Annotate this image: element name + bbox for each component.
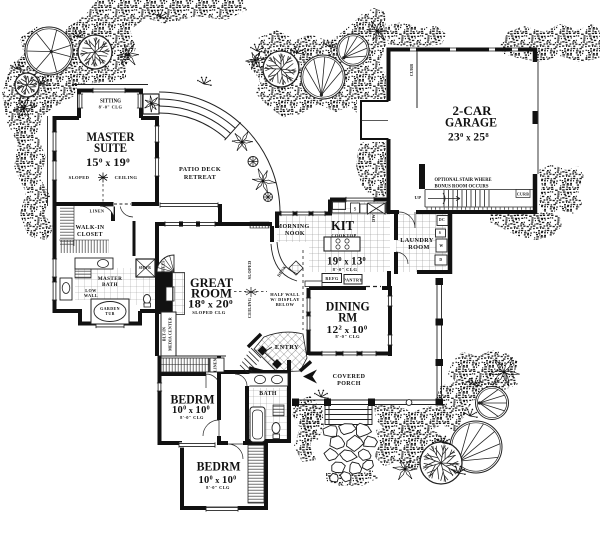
svg-text:D: D: [439, 258, 442, 262]
svg-text:RM: RM: [338, 310, 357, 325]
svg-text:8'-0" CLG: 8'-0" CLG: [99, 105, 123, 110]
svg-text:SUITE: SUITE: [94, 140, 127, 155]
svg-text:LINEN: LINEN: [213, 358, 218, 372]
svg-text:MEDIA CENTER: MEDIA CENTER: [168, 317, 173, 351]
svg-text:230 x 258: 230 x 258: [448, 132, 489, 144]
svg-text:DESK: DESK: [276, 264, 288, 278]
svg-text:BLT-IN: BLT-IN: [162, 327, 167, 341]
svg-text:122 x 100: 122 x 100: [327, 324, 368, 336]
svg-text:ROOM: ROOM: [408, 244, 430, 251]
svg-text:PATIO DECK: PATIO DECK: [179, 166, 221, 173]
svg-text:150 x 190: 150 x 190: [86, 157, 130, 169]
svg-text:100 x 100: 100 x 100: [172, 405, 210, 416]
svg-text:BELOW: BELOW: [276, 302, 295, 307]
svg-text:SITTING: SITTING: [100, 99, 121, 105]
svg-text:W/ DISPLAY: W/ DISPLAY: [270, 297, 300, 302]
svg-text:WALK-IN: WALK-IN: [76, 225, 105, 231]
svg-text:DINING: DINING: [326, 298, 370, 313]
svg-text:CEILING: CEILING: [247, 297, 252, 318]
svg-text:SLOPED: SLOPED: [69, 175, 90, 180]
svg-text:PANTRY: PANTRY: [343, 278, 362, 283]
svg-text:LAUNDRY: LAUNDRY: [400, 237, 434, 244]
svg-text:SHELF: SHELF: [161, 260, 166, 274]
svg-text:HALF WALL: HALF WALL: [270, 292, 300, 297]
svg-text:S: S: [439, 231, 442, 235]
svg-text:2-CAR: 2-CAR: [453, 103, 493, 118]
svg-text:COVERED: COVERED: [333, 374, 366, 380]
svg-text:LOW: LOW: [85, 288, 97, 293]
svg-text:190 x 130: 190 x 130: [327, 256, 366, 268]
svg-text:SLOPED CLG: SLOPED CLG: [192, 310, 226, 315]
svg-text:PORCH: PORCH: [337, 381, 361, 387]
svg-text:180 x 200: 180 x 200: [188, 299, 233, 311]
svg-text:KIT: KIT: [331, 218, 354, 233]
svg-text:DC: DC: [439, 218, 445, 222]
svg-text:UP: UP: [415, 195, 422, 200]
svg-text:W: W: [439, 244, 443, 248]
svg-text:NOOK: NOOK: [285, 231, 305, 237]
svg-text:100 x 100: 100 x 100: [199, 475, 237, 486]
svg-text:WALL: WALL: [84, 293, 98, 298]
svg-text:8'-0" CLG: 8'-0" CLG: [333, 267, 358, 272]
svg-text:CEILING: CEILING: [115, 175, 138, 180]
svg-text:DW: DW: [371, 214, 376, 222]
svg-text:8'-0" CLG: 8'-0" CLG: [335, 334, 360, 339]
svg-text:RETREAT: RETREAT: [184, 174, 217, 181]
svg-text:GARAGE: GARAGE: [445, 115, 497, 130]
svg-text:COOKTOP: COOKTOP: [331, 233, 356, 238]
svg-text:8'-0" CLG: 8'-0" CLG: [206, 485, 230, 490]
svg-text:CURB: CURB: [409, 64, 414, 76]
svg-text:SLOPED: SLOPED: [247, 261, 252, 280]
svg-text:REFG: REFG: [325, 276, 339, 281]
svg-text:LINEN: LINEN: [90, 209, 105, 214]
svg-text:BATH: BATH: [102, 282, 118, 288]
svg-text:MASTER: MASTER: [87, 129, 136, 144]
svg-text:BATH: BATH: [259, 391, 277, 397]
svg-text:OPTIONAL STAIR WHERE: OPTIONAL STAIR WHERE: [435, 178, 492, 183]
svg-text:BONUS ROOM OCCURS: BONUS ROOM OCCURS: [435, 185, 489, 190]
svg-text:ROOM: ROOM: [191, 286, 232, 301]
svg-text:BEDRM: BEDRM: [171, 391, 215, 406]
svg-text:SHWR: SHWR: [139, 266, 152, 270]
svg-text:BEDRM: BEDRM: [197, 458, 241, 473]
svg-text:ENTRY: ENTRY: [275, 344, 299, 351]
svg-text:CLOSET: CLOSET: [77, 232, 103, 238]
svg-text:GREAT: GREAT: [190, 275, 233, 290]
svg-text:CURB: CURB: [517, 192, 529, 196]
svg-text:S: S: [354, 208, 357, 213]
svg-text:GARDEN: GARDEN: [100, 306, 120, 311]
svg-text:MASTER: MASTER: [98, 276, 123, 282]
svg-text:MORNING: MORNING: [276, 224, 309, 230]
svg-text:TUB: TUB: [105, 311, 114, 316]
svg-text:8'-0" CLG: 8'-0" CLG: [180, 415, 204, 420]
